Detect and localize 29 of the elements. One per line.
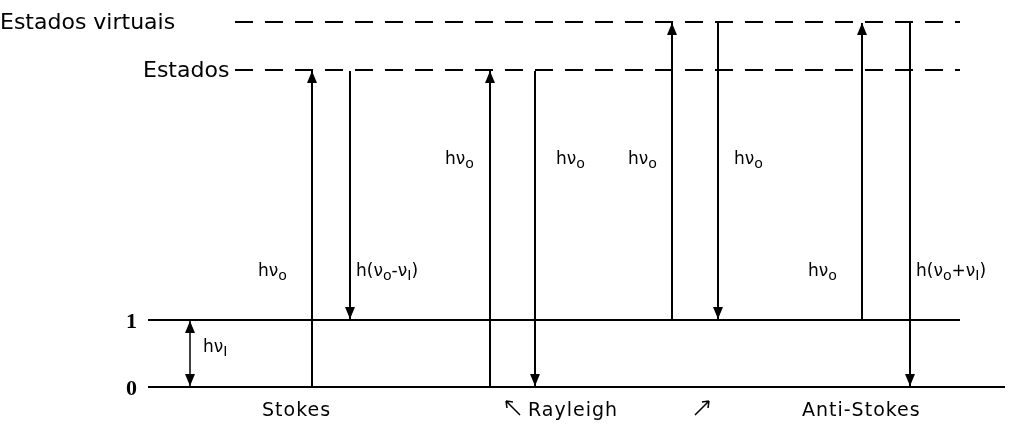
edge-label: hν$_{o}$ [445,150,474,171]
arrow [530,70,540,387]
level-label: Estados virtuais [0,11,176,33]
level-number: 1 [126,310,137,332]
arrow [857,22,867,320]
level-line [148,319,960,321]
edge-label: hν$_{o}$ [628,150,657,171]
level-label: Estados [143,59,230,81]
edge-label: hν$_{o}$ [258,262,287,283]
edge-label: h(ν$_{o}$+ν$_{I}$) [916,262,987,283]
caption: Rayleigh [528,400,619,419]
arrow [667,22,677,320]
arrow [185,320,195,387]
arrow [485,70,495,387]
caption: Anti-Stokes [802,400,921,419]
level-line [148,386,1005,388]
edge-label: hν$_{o}$ [734,150,763,171]
edge-label: h(ν$_{o}$-ν$_{I}$) [356,262,419,283]
edge-label: hν$_{o}$ [808,262,837,283]
caption: Stokes [262,400,332,419]
arrow [307,70,317,387]
dashed-level-line [235,69,960,71]
edge-label: hν$_{I}$ [203,338,228,359]
arrow [345,70,355,320]
arrow [905,22,915,387]
edge-label: hν$_{o}$ [556,150,585,171]
level-number: 0 [126,377,137,399]
arrow [713,22,723,320]
dashed-level-line [235,21,960,23]
